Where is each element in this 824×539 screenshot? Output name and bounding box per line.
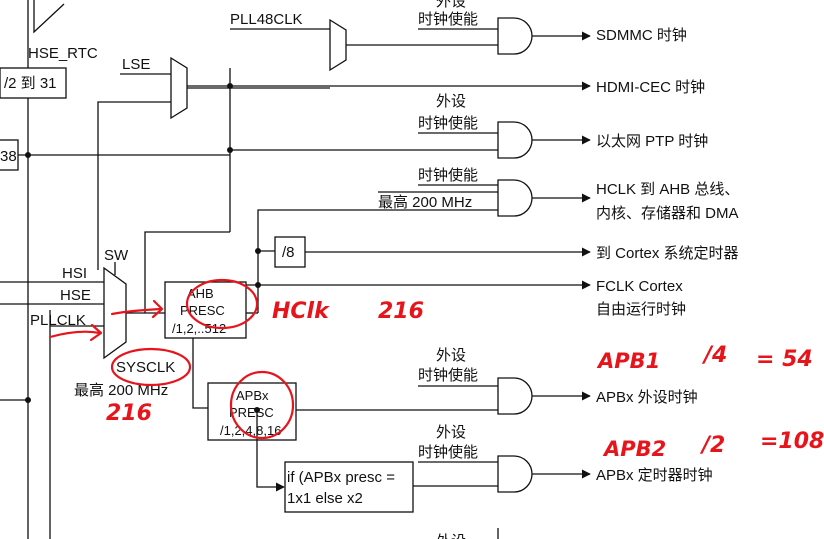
- and-gate-sdmmc: [497, 17, 533, 55]
- hclk-line1: HCLK 到 AHB 总线、: [596, 181, 739, 198]
- junction-hdmi: [227, 83, 233, 89]
- lse-in-wire-2: [97, 101, 171, 270]
- annotation-apb2-eq: =108: [760, 429, 824, 454]
- hdmi-label: HDMI-CEC 时钟: [596, 79, 705, 96]
- and-gate-hclk: [497, 179, 533, 217]
- sysclk-label: SYSCLK: [116, 359, 175, 376]
- div8-box: [274, 236, 306, 268]
- red-circle-apb: [229, 370, 295, 440]
- sdmmc-label: SDMMC 时钟: [596, 27, 687, 44]
- annotation-hclk-value: 216: [378, 299, 424, 324]
- junction-fclk: [255, 282, 261, 288]
- if-box: [284, 461, 414, 513]
- apb-timer-label: APBx 定时器时钟: [596, 467, 713, 484]
- red-circle-ahb: [185, 278, 259, 330]
- if-line1: if (APBx presc =: [287, 469, 395, 486]
- if-line2: 1x1 else x2: [287, 490, 363, 507]
- ahb-line3: /1,2,..512: [172, 321, 226, 336]
- sdmmc-mux: [329, 18, 347, 72]
- hse-label: HSE: [60, 287, 91, 304]
- apb-waishe-2: 外设: [436, 424, 466, 441]
- div8-label: /8: [282, 244, 295, 261]
- red-arrow-sysclk: [110, 307, 162, 316]
- annotation-apb1-div: /4: [701, 343, 727, 368]
- enable-2-label: 时钟使能: [418, 115, 478, 132]
- apb-periph-label: APBx 外设时钟: [596, 389, 698, 406]
- and-gate-apb-periph: [497, 377, 533, 415]
- junction-left-38: [25, 152, 31, 158]
- top-left-mux-stub: [33, 0, 65, 34]
- apb-enable-2: 时钟使能: [418, 444, 478, 461]
- apb-to-if-wire: [256, 410, 285, 492]
- junction-ptp: [227, 147, 233, 153]
- lse-label: LSE: [122, 56, 150, 73]
- apb-line3: /1,2,4,8,16: [220, 423, 281, 438]
- pllclk-label: PLLCLK: [30, 312, 86, 329]
- apb-enable-1: 时钟使能: [418, 367, 478, 384]
- annotation-apb2-div: /2: [699, 433, 725, 458]
- apb-line1: APBx: [236, 388, 269, 403]
- rtc-divider-label: /2 到 31: [4, 75, 57, 92]
- lse-mux: [170, 56, 188, 120]
- apb-waishe-1: 外设: [436, 347, 466, 364]
- rtc-divider-box: [0, 67, 67, 99]
- pll48clk-label: PLL48CLK: [230, 11, 303, 28]
- annotation-apb2: APB2: [602, 437, 666, 461]
- hclk-line2: 内核、存储器和 DMA: [596, 205, 739, 222]
- sysclk-up-wire: [144, 231, 230, 313]
- annotation-hclk: HClk: [272, 299, 330, 324]
- hclk-bus: [257, 209, 498, 313]
- apb-line2: PRESC: [229, 405, 274, 420]
- sysclk-max-label: 最高 200 MHz: [74, 382, 168, 399]
- enable-1-label: 时钟使能: [418, 11, 478, 28]
- waishe-2-label: 外设: [436, 93, 466, 110]
- apb-waishe-3: 外设: [436, 533, 466, 539]
- red-arrowhead-sysclk: [151, 299, 164, 319]
- hclk-max-label: 最高 200 MHz: [378, 194, 472, 211]
- hsi-label: HSI: [62, 265, 87, 282]
- red-circle-sysclk: [110, 347, 192, 387]
- red-arrowhead-pllclk: [89, 323, 103, 342]
- hclk-enable-label: 时钟使能: [418, 167, 478, 184]
- fclk-line1: FCLK Cortex: [596, 278, 683, 295]
- fclk-line2: 自由运行时钟: [596, 301, 686, 318]
- junction-div8: [255, 248, 261, 254]
- red-arrow-pllclk: [48, 330, 102, 339]
- box-38-label: 38: [0, 148, 17, 165]
- waishe-top-label: 外设: [436, 0, 466, 10]
- cortex-timer-label: 到 Cortex 系统定时器: [596, 245, 739, 262]
- hse-rtc-label: HSE_RTC: [28, 45, 98, 62]
- annotation-sysclk-value: 216: [106, 401, 152, 426]
- ahb-to-apb: [192, 338, 208, 409]
- and-gate-apb-timer: [497, 455, 533, 493]
- annotation-apb1: APB1: [596, 349, 660, 373]
- annotation-apb1-eq: = 54: [756, 347, 813, 372]
- and-gate-ptp: [497, 121, 533, 159]
- sw-label: SW: [104, 247, 129, 264]
- ptp-label: 以太网 PTP 时钟: [596, 133, 708, 150]
